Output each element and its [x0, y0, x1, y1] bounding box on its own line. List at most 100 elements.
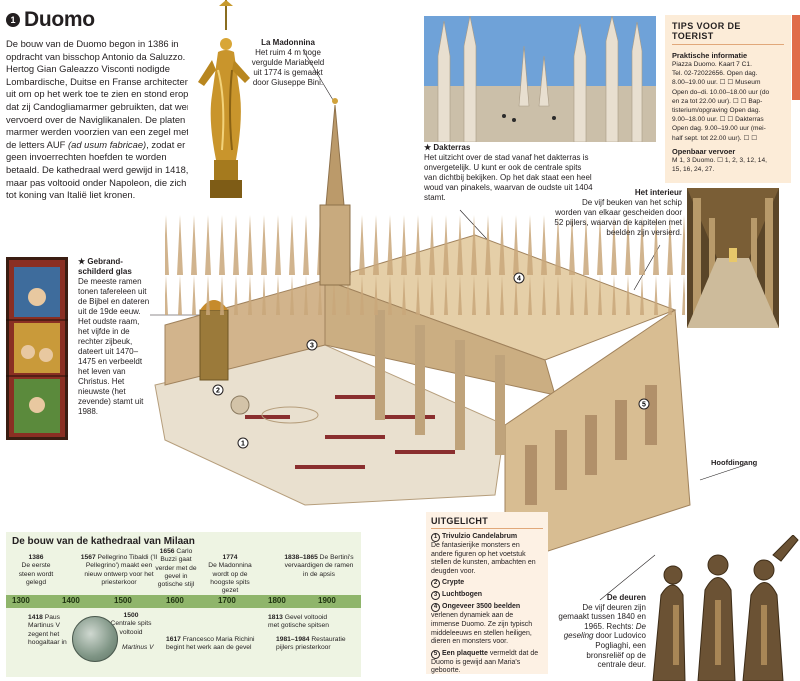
event-text: Restauratie pijlers priesterkoor — [276, 636, 346, 652]
intro-text-2: , zodat er geen invoerrechten hoefden te… — [6, 138, 198, 201]
doors-text-2: door Ludovico Pogliaghi, een bronsreliëf… — [586, 631, 646, 670]
intro-text-1: De bouw van de Duomo begon in 1386 in op… — [6, 38, 196, 150]
event-year: 1813 — [268, 614, 283, 621]
madonnina-title: La Madonnina — [261, 38, 315, 47]
event-text: Pellegrino Tibaldi ('Il Pellegrino') maa… — [84, 554, 158, 586]
stained-glass-text: De meeste ramen tonen tafereleen uit de … — [78, 277, 150, 416]
info-line: tisterium/opgraving Open dag. — [672, 107, 761, 115]
timeline-year: 1600 — [166, 596, 184, 605]
section-number-badge: 1 — [6, 13, 20, 27]
highlight-number: 5 — [431, 649, 440, 659]
event-year: 1981–1984 — [276, 636, 310, 643]
callout-2: 2 — [216, 388, 220, 395]
transport-line: M 1, 3 Duomo. ☐ 1, 2, 3, 12, 14, — [672, 156, 767, 164]
timeline-event: 1617 Francesco Maria Richini begint het … — [166, 636, 256, 653]
timeline-year: 1700 — [218, 596, 236, 605]
transport-text: M 1, 3 Duomo. ☐ 1, 2, 3, 12, 14, 15, 16,… — [672, 156, 784, 174]
info-line: Piazza Duomo. Kaart 7 C1. — [672, 61, 752, 68]
event-year: 1386 — [28, 554, 44, 561]
interior-nave-photo — [687, 188, 779, 328]
timeline-event: 1838–1865 De Bertini's vervaardigen de r… — [284, 554, 354, 579]
dakterras-title: ★ Dakterras — [424, 143, 471, 152]
timeline-year: 1900 — [318, 596, 336, 605]
highlight-text: vermeldt dat de Duomo is gewijd aan Mari… — [431, 649, 539, 675]
interieur-text: De vijf beuken van het schip worden van … — [554, 198, 682, 237]
timeline-year: 1500 — [114, 596, 132, 605]
timeline-year: 1300 — [12, 596, 30, 605]
timeline-event: 1981–1984 Restauratie pijlers priesterko… — [276, 636, 356, 653]
timeline-event: 1656 Carlo Buzzi gaat verder met de geve… — [154, 548, 198, 589]
info-line: half sept. tot 22.00 uur). ☐ ☐ — [672, 134, 758, 142]
bronze-door-relief-photo — [652, 535, 799, 681]
highlight-title: Een plaquette — [442, 649, 488, 657]
event-year: 1774 — [222, 554, 238, 561]
intro-italic: (ad usum fabricae) — [68, 138, 147, 150]
highlights-title: UITGELICHT — [431, 516, 543, 529]
info-line: en za tot 22.00 uur). ☐ ☐ Bap- — [672, 97, 763, 105]
event-text: Centrale spits voltooid — [110, 620, 152, 636]
tourist-tips-box: TIPS VOOR DE TOERIST Praktische informat… — [665, 15, 791, 183]
info-line: Open dag. 9.00–19.00 uur (mei- — [672, 125, 766, 133]
timeline-year: 1800 — [268, 596, 286, 605]
event-text: De Bertini's vervaardigen de ramen in de… — [284, 554, 354, 578]
timeline-event: 1418 Paus Martinus V zegent het hoogalta… — [28, 614, 68, 647]
tips-header: TIPS VOOR DE TOERIST — [672, 21, 784, 45]
highlight-number: 4 — [431, 603, 440, 613]
highlight-title: Luchtbogen — [442, 591, 483, 599]
highlight-title: Trivulzio Candelabrum — [442, 533, 518, 540]
highlight-title: Crypte — [442, 579, 465, 587]
intro-paragraph: De bouw van de Duomo begon in 1386 in op… — [6, 38, 200, 202]
highlight-text: verlenen dynamiek aan de immense Duomo. … — [431, 612, 533, 646]
callout-4: 4 — [517, 276, 521, 283]
info-line: 8.00–19.00 uur. ☐ ☐ Museum — [672, 79, 761, 87]
doors-title: De deuren — [606, 593, 646, 602]
construction-timeline: De bouw van de kathedraal van Milaan 138… — [6, 532, 361, 677]
practical-info-heading: Praktische informatie — [672, 51, 748, 60]
highlight-number: 1 — [431, 533, 440, 542]
madonnina-text: Het ruim 4 m hoge vergulde Mariabeeld ui… — [251, 48, 325, 87]
practical-info-text: Piazza Duomo. Kaart 7 C1. Tel. 02-720226… — [672, 60, 784, 143]
timeline-event: 1813 Gevel voltooid met gotische spitsen — [268, 614, 338, 631]
event-year: 1617 — [166, 636, 181, 643]
callout-3: 3 — [310, 343, 314, 350]
interieur-title: Het interieur — [634, 188, 682, 197]
event-year: 1418 — [28, 614, 43, 621]
page-title: Duomo — [24, 8, 95, 31]
highlight-number: 3 — [431, 591, 440, 601]
doors-text-1: De vijf deuren zijn gemaakt tussen 1840 … — [558, 602, 646, 631]
event-year: 1838–1865 — [284, 554, 318, 561]
event-text: Gevel voltooid met gotische spitsen — [268, 614, 329, 630]
timeline-bar — [6, 595, 361, 608]
stained-glass-title: ★ Gebrand-schilderd glas — [78, 257, 132, 276]
transport-line: 15, 16, 24, 27. — [672, 166, 715, 174]
highlight-text: De fantasierijke monsters en andere figu… — [431, 542, 536, 575]
info-line: 9.00–18.00 uur. ☐ ☐ Dakterras — [672, 116, 764, 124]
dakterras-text: Het uitzicht over de stad vanaf het dakt… — [424, 153, 593, 202]
highlight-number: 2 — [431, 579, 440, 589]
event-year: 1656 — [159, 548, 175, 555]
madonnina-statue-image — [188, 0, 262, 198]
event-text: Carlo Buzzi gaat verder met de gevel in … — [155, 548, 197, 589]
event-text: De eerste steen wordt gelegd — [18, 562, 54, 586]
info-line: Tel. 02-72022656. Open dag. — [672, 70, 758, 78]
callout-1: 1 — [241, 441, 245, 448]
martinus-v-medal-image — [72, 616, 118, 662]
roof-terrace-photo — [424, 16, 656, 142]
cathedral-cutaway-illustration: 1 2 3 4 5 — [154, 98, 691, 566]
main-entrance-label: Hoofdingang — [711, 458, 758, 467]
event-text: De Madonnina wordt op de hoogste spits g… — [208, 562, 252, 595]
doors-italic: De geseling — [563, 621, 646, 641]
